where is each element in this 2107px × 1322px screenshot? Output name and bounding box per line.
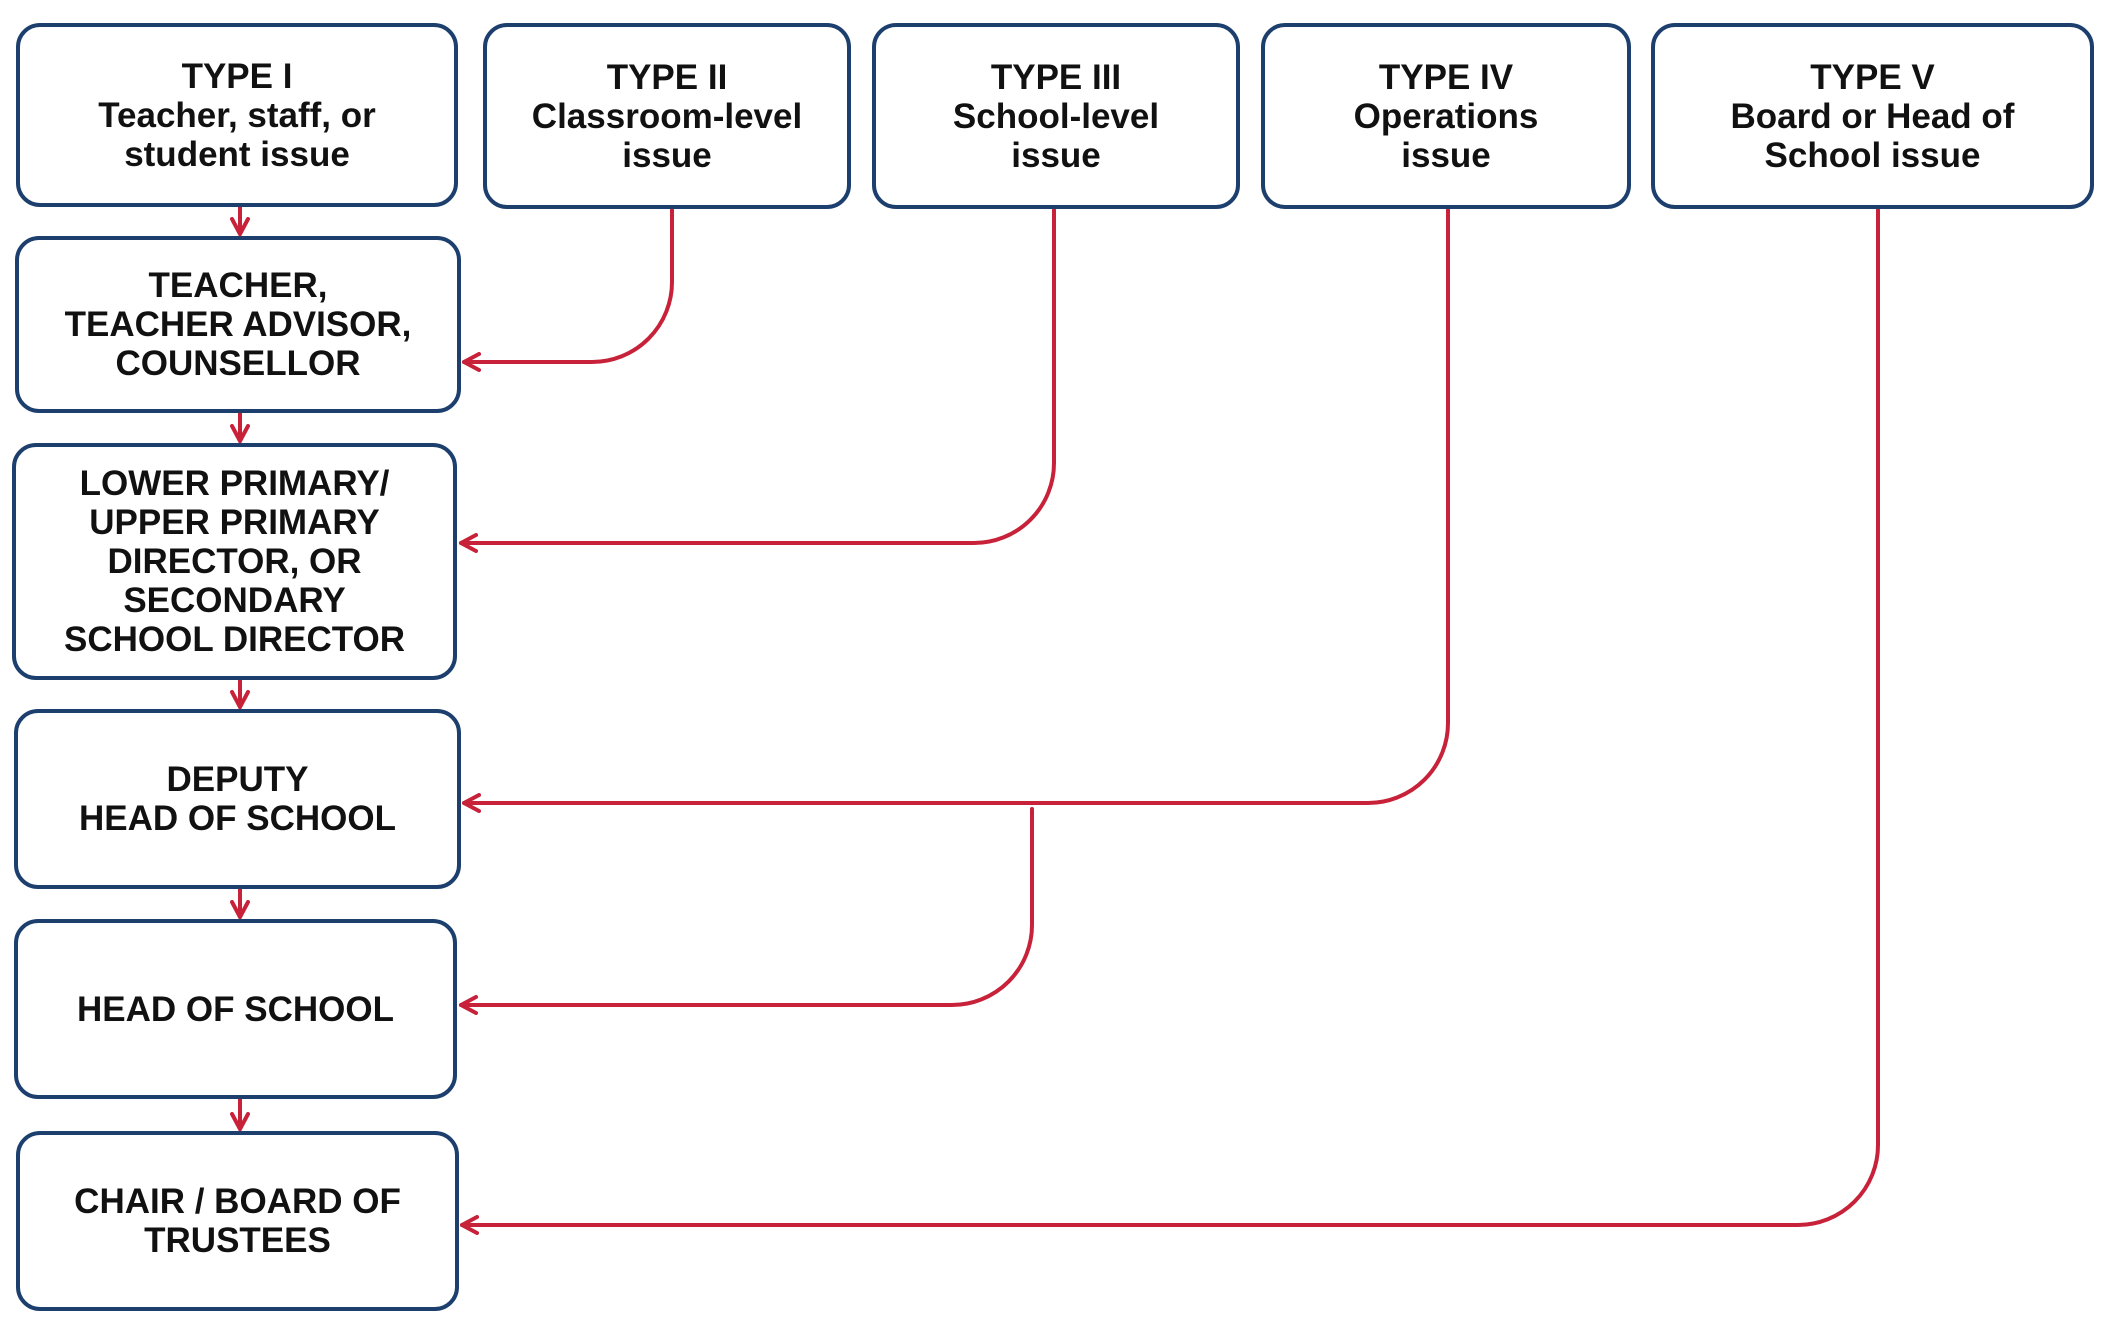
board-line-1: CHAIR / BOARD OF — [74, 1182, 401, 1221]
type-4-line-1: Operations — [1353, 96, 1539, 136]
director-line-2: UPPER PRIMARY — [89, 503, 380, 542]
type-1-label: TYPE I — [181, 56, 293, 96]
teacher-advisor-counsellor-box: TEACHER, TEACHER ADVISOR, COUNSELLOR — [15, 236, 461, 413]
type-2-label: TYPE II — [606, 57, 728, 97]
board-line-2: TRUSTEES — [144, 1221, 331, 1260]
teacher-line-1: TEACHER, — [148, 266, 328, 305]
connector-branch-to-head — [459, 807, 1034, 1015]
deputy-head-box: DEPUTY HEAD OF SCHOOL — [14, 709, 461, 889]
deputy-line-2: HEAD OF SCHOOL — [79, 799, 396, 838]
teacher-line-2: TEACHER ADVISOR, — [64, 305, 412, 344]
head-of-school-box: HEAD OF SCHOOL — [14, 919, 457, 1099]
type-1-line-1: Teacher, staff, or — [98, 95, 376, 135]
director-line-1: LOWER PRIMARY/ — [79, 464, 390, 503]
type-5-label: TYPE V — [1810, 57, 1935, 97]
director-line-5: SCHOOL DIRECTOR — [64, 620, 405, 659]
type-4-label: TYPE IV — [1378, 57, 1514, 97]
type-5-line-2: School issue — [1764, 135, 1981, 175]
connector-type3-to-director — [459, 208, 1056, 553]
type-2-box: TYPE II Classroom-level issue — [483, 23, 851, 209]
connector-type2-to-teacher — [462, 208, 674, 372]
teacher-line-3: COUNSELLOR — [115, 344, 361, 383]
connector-type4-to-deputy — [462, 208, 1450, 813]
type-3-line-2: issue — [1011, 135, 1101, 175]
type-5-line-1: Board or Head of — [1730, 96, 2015, 136]
type-1-line-2: student issue — [124, 134, 350, 174]
type-4-line-2: issue — [1401, 135, 1491, 175]
director-line-4: SECONDARY — [123, 581, 346, 620]
type-4-box: TYPE IV Operations issue — [1261, 23, 1631, 209]
type-3-line-1: School-level — [952, 96, 1160, 136]
type-2-line-2: issue — [622, 135, 712, 175]
type-3-box: TYPE III School-level issue — [872, 23, 1240, 209]
connector-type5-to-board — [460, 208, 1880, 1235]
type-2-line-1: Classroom-level — [531, 96, 803, 136]
type-3-label: TYPE III — [990, 57, 1122, 97]
board-of-trustees-box: CHAIR / BOARD OF TRUSTEES — [16, 1131, 459, 1311]
type-1-box: TYPE I Teacher, staff, or student issue — [16, 23, 458, 207]
type-5-box: TYPE V Board or Head of School issue — [1651, 23, 2094, 209]
director-line-3: DIRECTOR, OR — [107, 542, 362, 581]
head-line-1: HEAD OF SCHOOL — [77, 989, 394, 1029]
deputy-line-1: DEPUTY — [166, 760, 309, 799]
director-box: LOWER PRIMARY/ UPPER PRIMARY DIRECTOR, O… — [12, 443, 457, 680]
